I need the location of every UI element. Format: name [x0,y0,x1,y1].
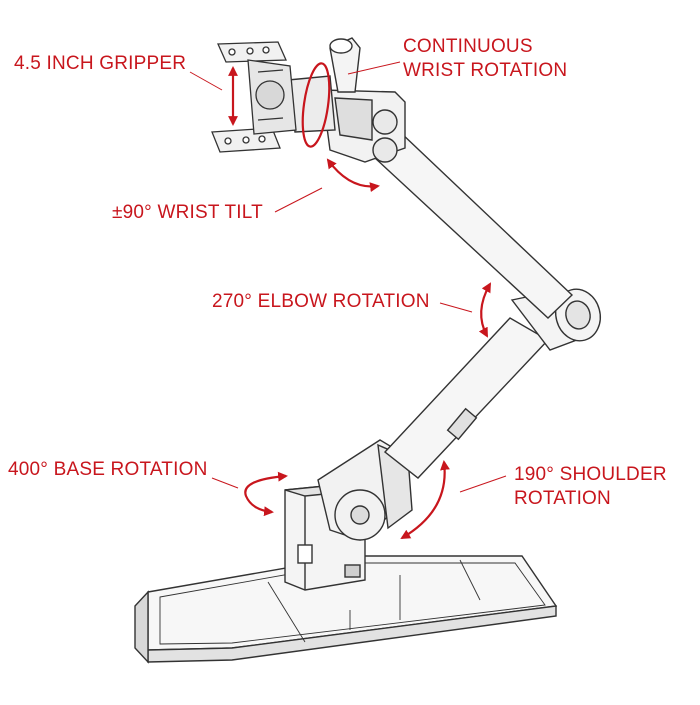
label-shoulder-rotation-line2: ROTATION [514,488,611,509]
label-elbow-rotation-text: 270° ELBOW ROTATION [212,291,430,312]
label-base-rotation-text: 400° BASE ROTATION [8,459,208,480]
label-base-rotation: 400° BASE ROTATION [8,458,208,482]
gripper [211,41,297,153]
elbow-joint [510,288,601,351]
label-wrist-rotation: CONTINUOUS WRIST ROTATION [403,35,567,83]
wrist-housing [287,37,406,163]
label-wrist-tilt-text: ±90° WRIST TILT [112,202,263,223]
label-elbow-rotation: 270° ELBOW ROTATION [212,290,430,314]
label-shoulder-rotation: 190° SHOULDER ROTATION [514,463,667,511]
base-rotation-arrow [244,471,288,517]
annotations [228,62,491,539]
label-shoulder-rotation-line1: 190° SHOULDER [514,464,667,485]
label-wrist-rotation-line1: CONTINUOUS [403,36,533,57]
lower-arm [383,317,550,479]
label-gripper: 4.5 INCH GRIPPER [14,52,186,76]
wrist-tilt-arrow [326,158,380,193]
elbow-rotation-arrow [478,282,491,338]
label-gripper-text: 4.5 INCH GRIPPER [14,53,187,74]
leader-lines [189,61,507,493]
label-wrist-rotation-line2: WRIST ROTATION [403,60,568,81]
shoulder-rotation-arrow [400,460,450,539]
wrist-rotation-ring [301,62,331,148]
base-platform [134,555,558,664]
label-wrist-tilt: ±90° WRIST TILT [112,201,263,225]
